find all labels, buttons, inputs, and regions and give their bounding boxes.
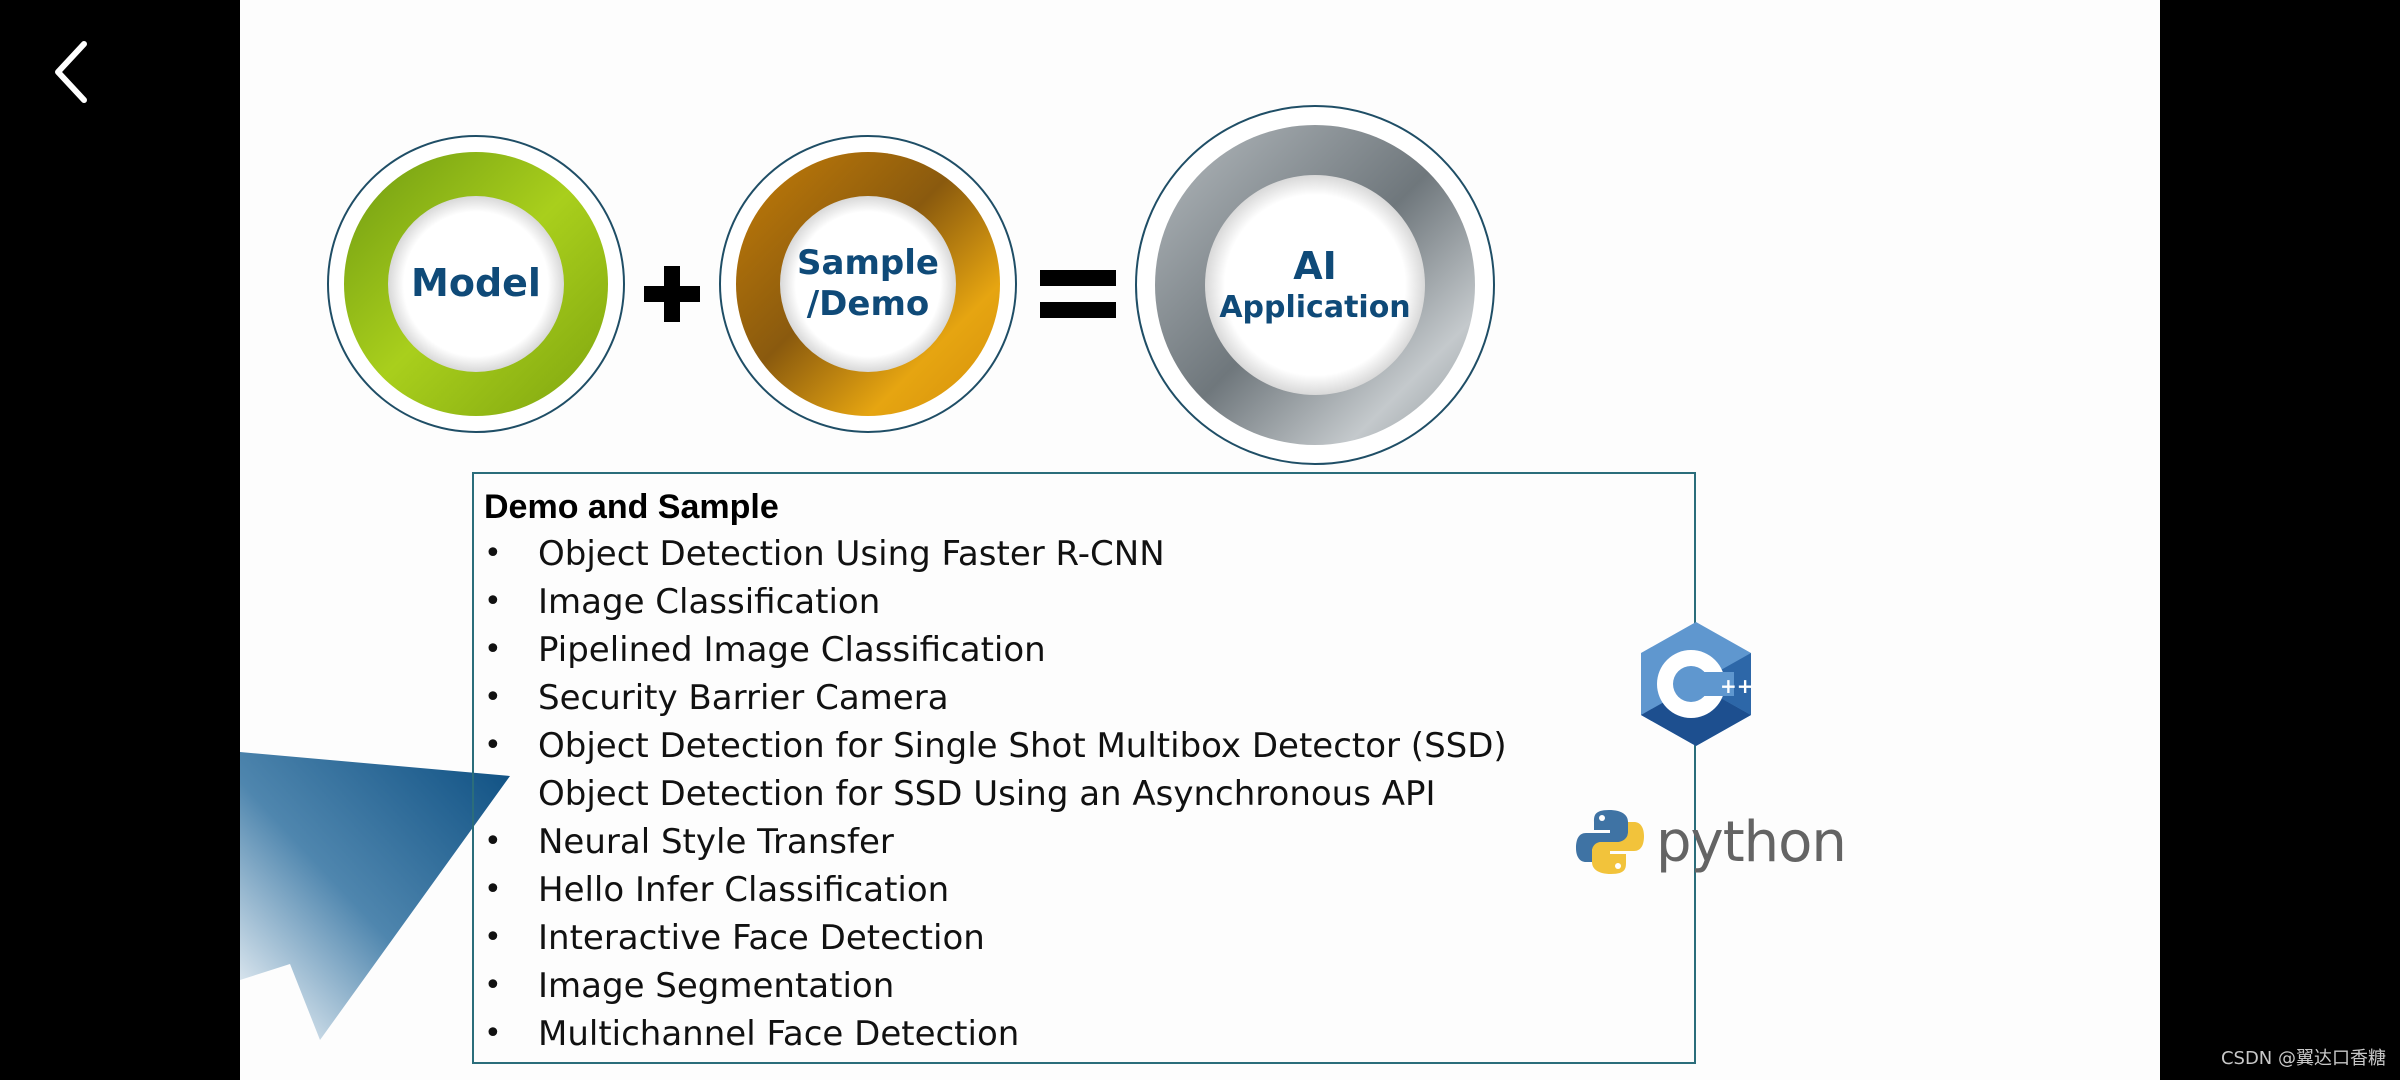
demo-list: • Object Detection Using Faster R-CNN • Im… [484,530,1684,1058]
application-text: Application [1219,289,1411,325]
list-item-label: Multichannel Face Detection [538,1014,1020,1054]
demo-sample-box: Demo and Sample • Object Detection Using … [472,472,1696,1064]
equals-operator [1038,266,1118,326]
ring-model: Model [326,134,626,434]
python-logo-icon [1576,810,1644,874]
model-text: Model [411,261,541,306]
cpp-hexagon-icon: ++ [1641,622,1754,746]
ring-ai-label: AI Application [1134,104,1496,466]
gray-ring-graphic [1135,105,1495,465]
ring-sample-label: Sample /Demo [718,134,1018,434]
list-item: • Hello Infer Classification [484,866,1684,914]
list-item-label: Object Detection Using Faster R-CNN [538,534,1165,574]
list-item: • Multichannel Face Detection [484,1010,1684,1058]
bullet: • [484,680,502,715]
sample-text: Sample [797,243,939,284]
svg-text:++: ++ [1720,674,1754,698]
bullet: • [484,536,502,571]
back-button[interactable] [40,36,104,108]
list-item: • Interactive Face Detection [484,914,1684,962]
list-item-label: Image Classification [538,582,881,622]
bullet: • [484,1016,502,1051]
ring-sample-demo: Sample /Demo [718,134,1018,434]
blue-arrow-icon [240,752,510,1040]
bullet: • [484,872,502,907]
ai-text: AI [1293,244,1337,289]
slide-image: Model [240,0,2160,1080]
bullet: • [484,584,502,619]
bullet: • [484,824,502,859]
list-item: • Pipelined Image Classification [484,626,1684,674]
orange-ring-graphic [719,135,1017,433]
python-wordmark: python [1656,809,1847,875]
plus-icon [644,266,700,322]
list-item: • Image Segmentation [484,962,1684,1010]
list-item-label: Neural Style Transfer [538,822,894,862]
bullet: • [484,728,502,763]
list-item: • Image Classification [484,578,1684,626]
bullet: • [484,968,502,1003]
box-title: Demo and Sample [484,488,779,526]
demo-text: /Demo [806,284,930,324]
list-item-label: Hello Infer Classification [538,870,950,910]
list-item-label: Security Barrier Camera [538,678,949,718]
list-item: • Object Detection for Single Shot Multib… [484,722,1684,770]
list-item: • Neural Style Transfer [484,818,1684,866]
watermark: CSDN @翼达口香糖 [2220,1048,2386,1069]
list-item: • Security Barrier Camera [484,674,1684,722]
list-item-label: Object Detection for SSD Using an Asynch… [538,774,1436,814]
plus-operator [640,262,704,330]
arrow-graphic [240,740,520,1064]
list-item-label: Pipelined Image Classification [538,630,1046,670]
equals-icon [1040,270,1116,318]
list-item-label: Image Segmentation [538,966,895,1006]
list-item: • Object Detection Using Faster R-CNN [484,530,1684,578]
python-logo: python [1574,806,1847,878]
bullet: • [484,920,502,955]
ring-ai-application: AI Application [1134,104,1496,466]
chevron-left-icon [55,41,87,103]
list-item-label: Object Detection for Single Shot Multibo… [538,726,1507,766]
ring-model-label: Model [326,134,626,434]
green-ring-graphic [327,135,625,433]
cpp-logo-icon: ++ [1636,620,1756,752]
list-item-label: Interactive Face Detection [538,918,985,958]
list-item: Object Detection for SSD Using an Asynch… [484,770,1684,818]
bullet: • [484,632,502,667]
